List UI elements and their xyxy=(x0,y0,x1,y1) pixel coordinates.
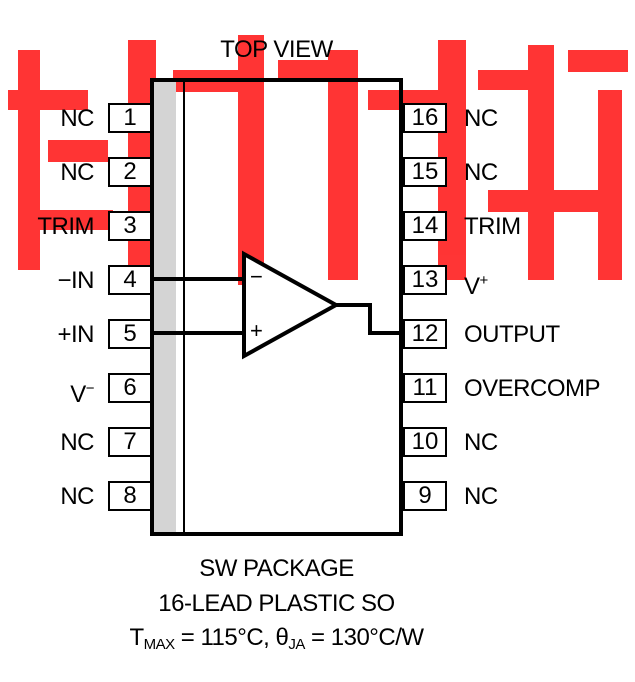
pin-number-box: 6 xyxy=(108,373,152,403)
pin-number-box: 15 xyxy=(403,157,447,187)
output-wire xyxy=(336,303,403,335)
pin-label: NC xyxy=(0,158,94,188)
pin-label-text: NC xyxy=(464,105,498,132)
pin-label-text: V xyxy=(464,273,480,300)
pin-number-box: 16 xyxy=(403,103,447,133)
pin-label-text: NC xyxy=(464,429,498,456)
tmax-value: = 115°C, θ xyxy=(174,624,289,651)
pin-label: V+ xyxy=(464,266,488,302)
pin-label-text: +IN xyxy=(57,321,94,348)
pin-label: TRIM xyxy=(0,212,94,242)
pin-number-box: 5 xyxy=(108,319,152,349)
pin-label: OUTPUT xyxy=(464,320,560,350)
pin-label: +IN xyxy=(0,320,94,350)
pin-label-superscript: − xyxy=(85,380,95,397)
pin-label: NC xyxy=(464,482,498,512)
package-name: SW PACKAGE xyxy=(199,555,354,582)
pin-number-box: 12 xyxy=(403,319,447,349)
pin-number-box: 13 xyxy=(403,265,447,295)
pin-label-text: OVERCOMP xyxy=(464,375,601,402)
pin-number-box: 11 xyxy=(403,373,447,403)
pin-number-box: 3 xyxy=(108,211,152,241)
theta-subscript: JA xyxy=(288,636,305,653)
pin-label: OVERCOMP xyxy=(464,374,601,404)
opamp-minus-sign: − xyxy=(250,264,263,289)
package-description: 16-LEAD PLASTIC SO xyxy=(158,590,395,617)
pin-label: TRIM xyxy=(464,212,521,242)
pin-number-box: 9 xyxy=(403,481,447,511)
pin-label-text: −IN xyxy=(57,267,94,294)
pin-label-text: NC xyxy=(60,483,94,510)
pin-number-box: 10 xyxy=(403,427,447,457)
theta-value: = 130°C/W xyxy=(304,624,424,651)
pin-label-text: TRIM xyxy=(464,213,521,240)
tmax-symbol: T xyxy=(129,624,144,651)
opamp-plus-sign: + xyxy=(250,318,263,343)
pin-number-box: 4 xyxy=(108,265,152,295)
pin-number-box: 7 xyxy=(108,427,152,457)
pin-label-text: NC xyxy=(60,429,94,456)
pin-label: NC xyxy=(464,104,498,134)
pin-label: NC xyxy=(464,158,498,188)
thermal-specs: TMAX = 115°C, θJA = 130°C/W xyxy=(0,624,553,653)
pin-label-text: V xyxy=(70,381,86,408)
pin-number-box: 1 xyxy=(108,103,152,133)
pin-number-box: 2 xyxy=(108,157,152,187)
pin-label-superscript: + xyxy=(479,272,489,289)
pin-label-text: NC xyxy=(464,159,498,186)
pin-number-box: 8 xyxy=(108,481,152,511)
pin-label-text: OUTPUT xyxy=(464,321,560,348)
pin-label: NC xyxy=(464,428,498,458)
opamp-triangle xyxy=(242,250,341,360)
pin-number-box: 14 xyxy=(403,211,447,241)
pin-label-text: NC xyxy=(60,105,94,132)
pin-label: NC xyxy=(0,428,94,458)
package-stripe xyxy=(152,80,176,534)
pin-label-text: NC xyxy=(60,159,94,186)
package-body xyxy=(150,78,403,536)
pin-label: V− xyxy=(0,374,94,410)
pin-label: NC xyxy=(0,482,94,512)
tmax-subscript: MAX xyxy=(143,636,176,653)
pin-label-text: TRIM xyxy=(37,213,94,240)
pin-label-text: NC xyxy=(464,483,498,510)
pin-label: NC xyxy=(0,104,94,134)
diagram-title: TOP VIEW xyxy=(220,36,333,63)
pin-label: −IN xyxy=(0,266,94,296)
